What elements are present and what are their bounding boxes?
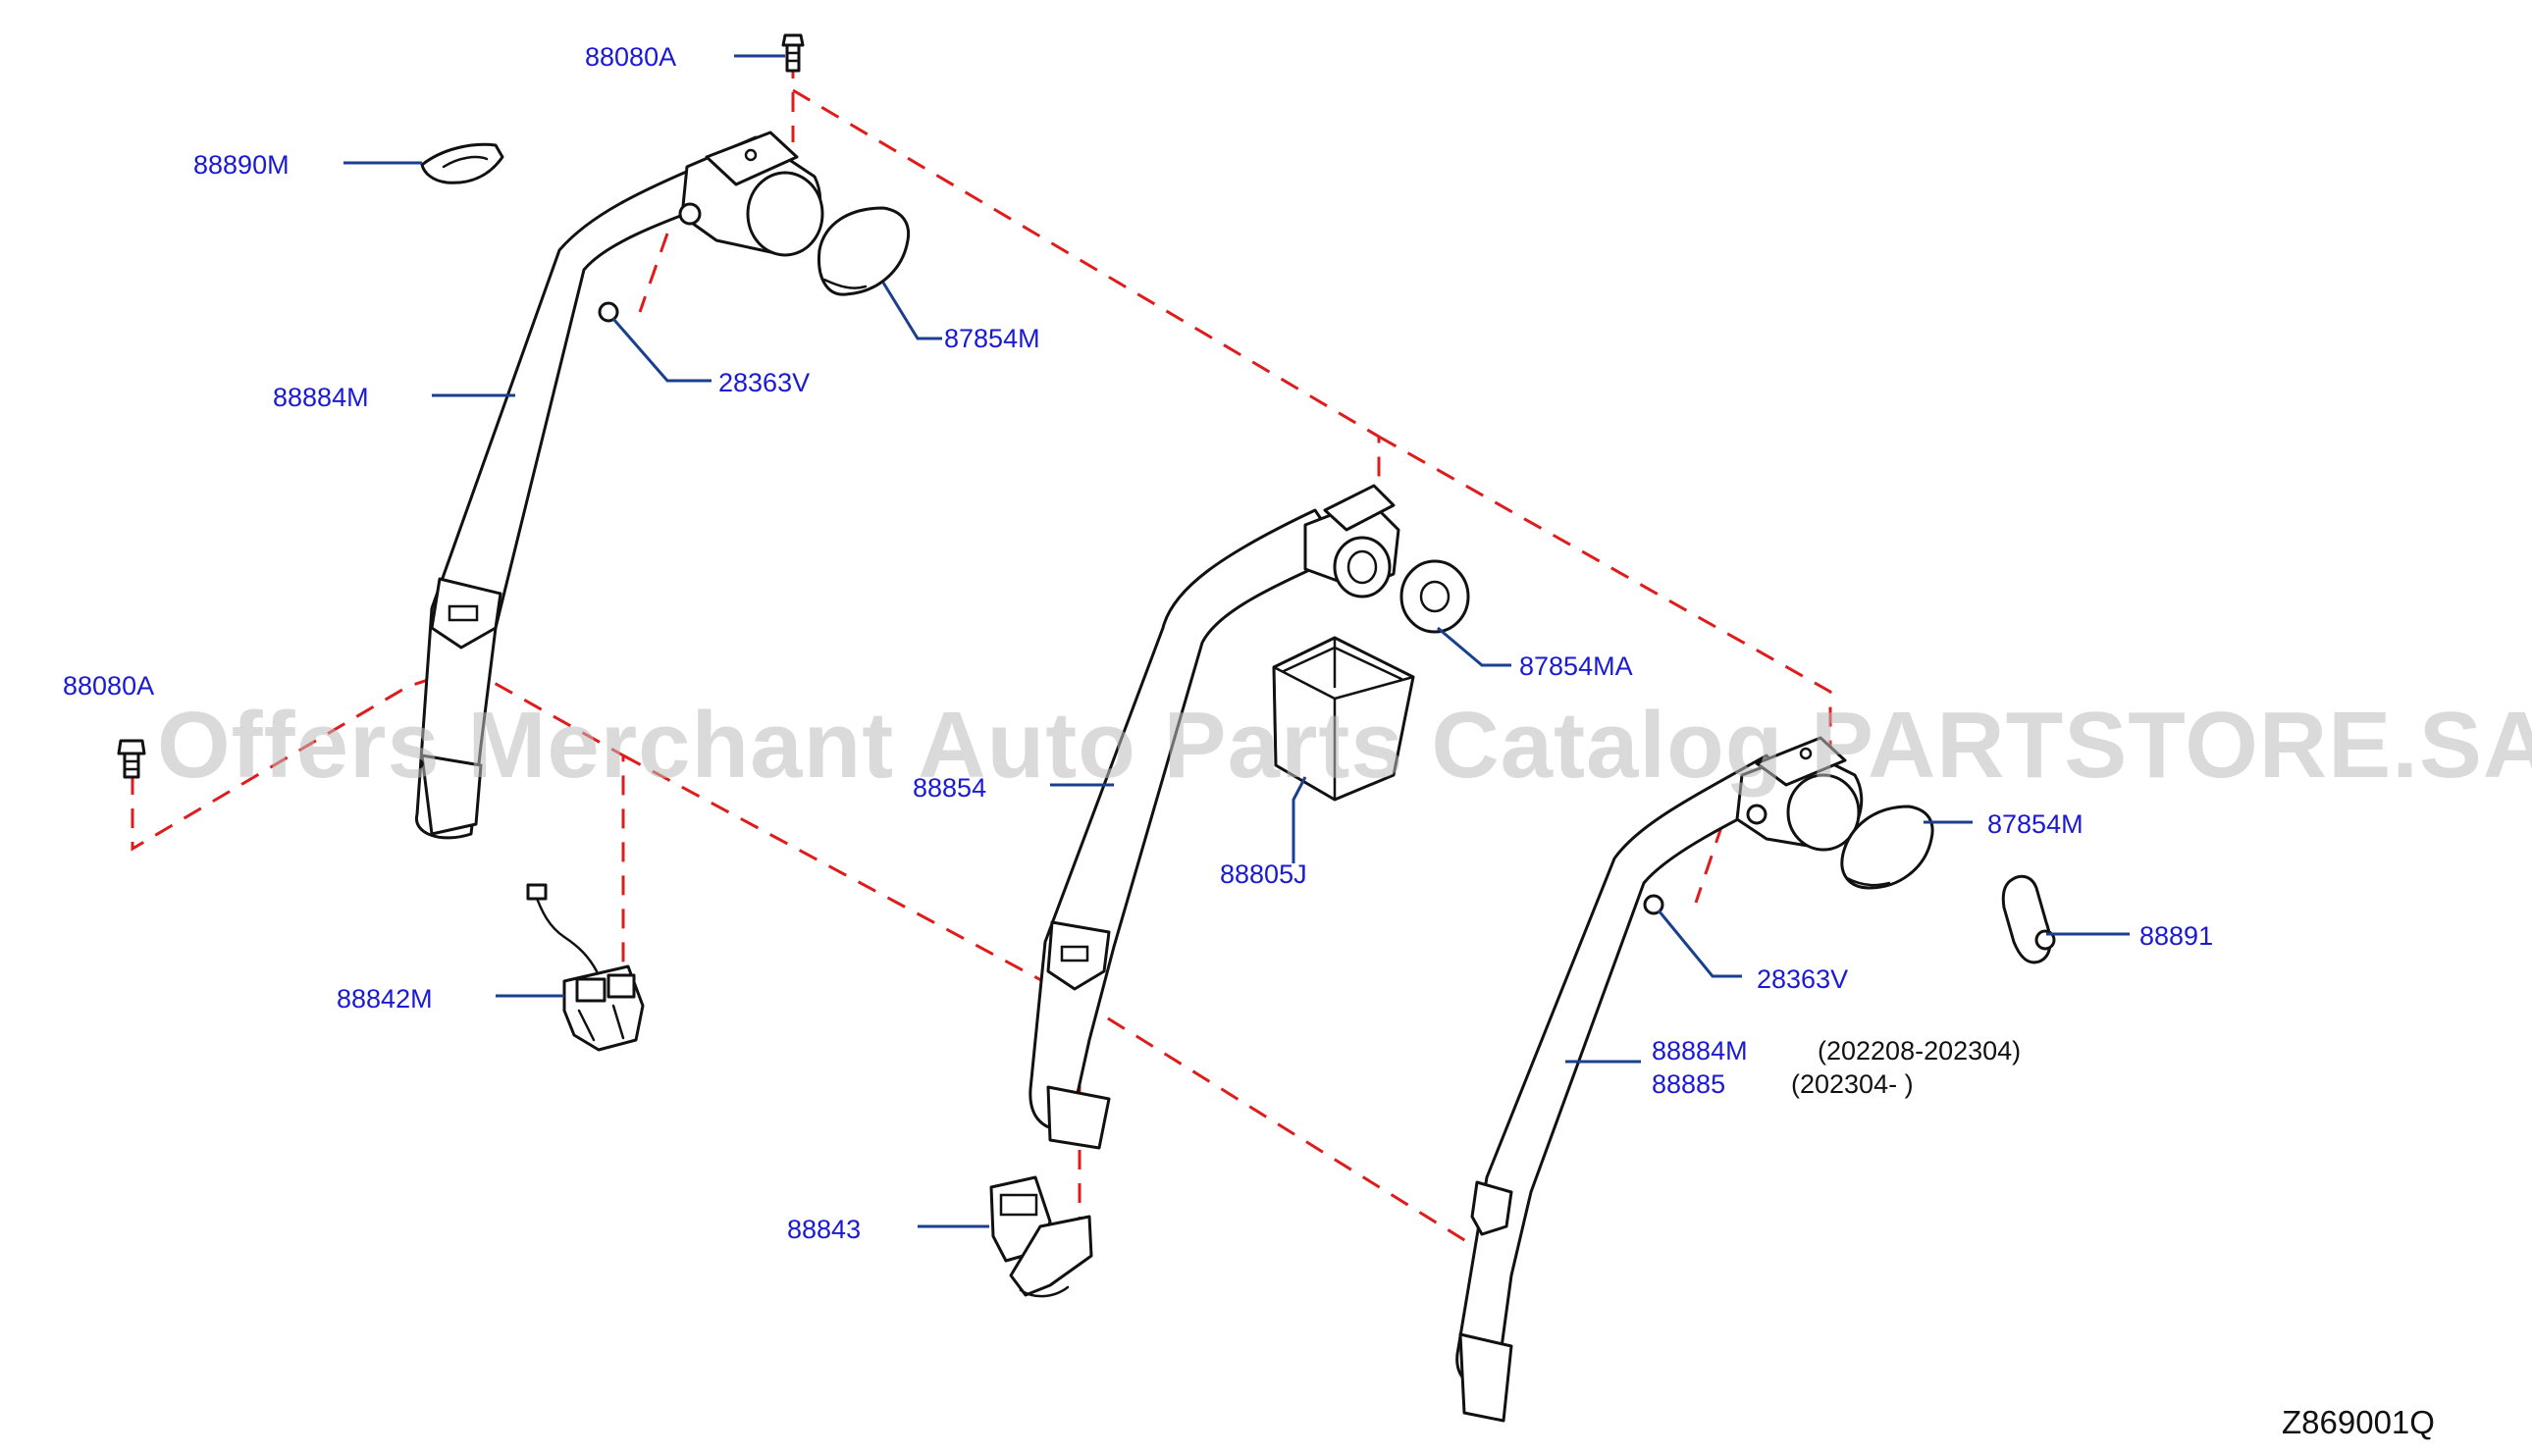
bracket-hole-left [744,148,758,162]
label-87854m-right[interactable]: 87854M [1987,809,2084,839]
label-88890m[interactable]: 88890M [193,150,290,180]
retractor-cover-left [817,206,911,296]
belt-tongue-left [430,577,502,650]
assembly-line-right-anchor [1079,999,1484,1393]
retractor-bolt-head-right [1746,804,1767,825]
retractor-bracket-center [1323,484,1396,532]
retractor-cover-right [1840,805,1934,890]
label-87854ma[interactable]: 87854MA [1519,651,1633,681]
belt-lower-anchor-right [1458,1332,1513,1423]
label-88884m-right[interactable]: 88884M [1652,1036,1748,1066]
label-88854[interactable]: 88854 [913,773,987,803]
cover-88890m-detail [442,155,489,169]
buckle-88842m [526,883,645,1052]
bracket-hole-right [1799,747,1813,760]
label-88843[interactable]: 88843 [787,1215,862,1244]
belt-tongue-right [1470,1180,1513,1236]
belt-lower-anchor-left [420,754,483,836]
note-period-b: (202304- ) [1791,1069,1914,1099]
bolt-88080a-left [117,739,146,779]
assembly-line-left-bolt [131,665,467,852]
bolt-88080a-top [781,33,805,73]
bolt-28363v-right [1643,894,1664,915]
assembly-line-28363v-right [1694,823,1724,904]
belt-strap-right [1455,754,1798,1388]
assembly-line-center-to-right [1378,435,1832,751]
cap-87854ma [1399,559,1470,634]
center-belt-assembly [1029,484,1400,1150]
label-87854m-left[interactable]: 87854M [944,324,1040,353]
watermark: Offers Merchant Auto Parts Catalog PARTS… [157,693,2532,798]
label-28363v-left[interactable]: 28363V [718,368,811,397]
retractor-cover-right-detail [1845,876,1891,887]
belt-tongue-slot-center [1060,945,1089,962]
note-period-a: (202208-202304) [1818,1036,2022,1066]
right-belt-assembly [1455,736,1864,1423]
leader-lines [343,54,2130,1228]
retractor-spool-left [746,171,824,257]
retractor-bracket-right [1755,736,1847,787]
retractor-cover-left-detail [822,278,868,289]
label-28363v-right[interactable]: 28363V [1757,964,1849,994]
buckle-88843 [989,1175,1093,1298]
label-88805j[interactable]: 88805J [1220,859,1307,889]
left-belt-assembly [415,130,824,840]
label-88884m-left[interactable]: 88884M [273,383,369,412]
assembly-line-28363v-left [638,233,669,313]
belt-lower-anchor-center [1046,1085,1111,1150]
retractor-spool-right [1786,773,1861,852]
box-88805j [1272,636,1415,802]
label-88885[interactable]: 88885 [1652,1069,1726,1099]
belt-strap-center [1029,508,1346,1131]
label-88891[interactable]: 88891 [2139,921,2214,951]
bolt-28363v-left [598,301,619,323]
label-88080a-top[interactable]: 88080A [585,42,677,72]
retractor-spool-center [1333,536,1392,598]
assembly-line-top-to-center [792,88,1381,495]
label-88080a-left[interactable]: 88080A [63,671,155,701]
label-88842m[interactable]: 88842M [337,984,433,1014]
retractor-bolt-head-left [678,202,702,226]
belt-tongue-center [1046,920,1111,991]
assembly-line-buckle-88843 [622,754,1081,1246]
retractor-bracket-left [705,130,799,186]
cover-88890m [420,142,504,184]
retractor-spool-hub-center [1346,549,1378,585]
diagram-code: Z869001Q [2282,1404,2435,1440]
belt-tongue-slot-left [448,604,479,622]
